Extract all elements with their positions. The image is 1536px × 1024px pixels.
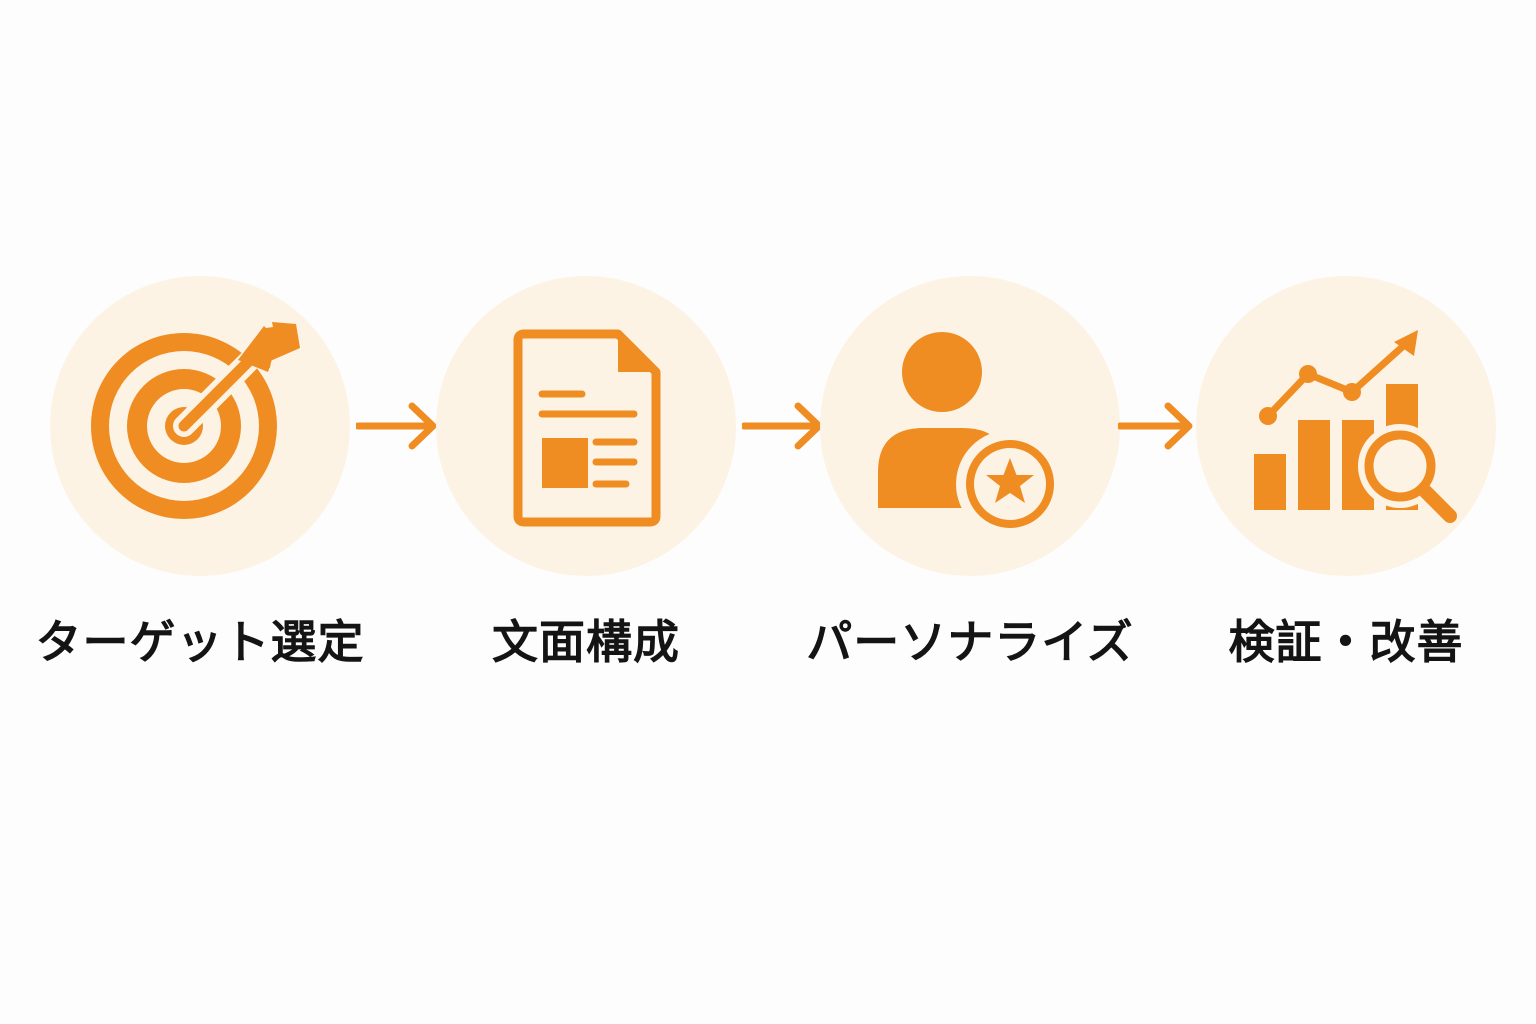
document-icon [513, 329, 661, 527]
step-target-selection: ターゲット選定 [36, 276, 364, 676]
step-icon-circle [820, 276, 1120, 576]
step-label: 検証・改善 [1228, 615, 1464, 669]
user-star-icon [878, 332, 1064, 538]
target-arrow-icon [91, 322, 300, 519]
arrow-right-icon [354, 396, 440, 456]
step-test-improve: 検証・改善 [1196, 276, 1496, 676]
step-icon-circle [436, 276, 736, 576]
step-message-composition: 文面構成 [436, 276, 736, 676]
step-icon-circle [1196, 276, 1496, 576]
step-icon-circle [50, 276, 350, 576]
arrow-right-icon [1116, 396, 1202, 456]
step-label: 文面構成 [492, 615, 680, 669]
arrow-right-icon [740, 396, 826, 456]
step-label: パーソナライズ [806, 615, 1134, 669]
step-label: ターゲット選定 [35, 615, 365, 669]
chart-magnifier-icon [1254, 330, 1457, 523]
step-personalize: パーソナライズ [806, 276, 1133, 676]
